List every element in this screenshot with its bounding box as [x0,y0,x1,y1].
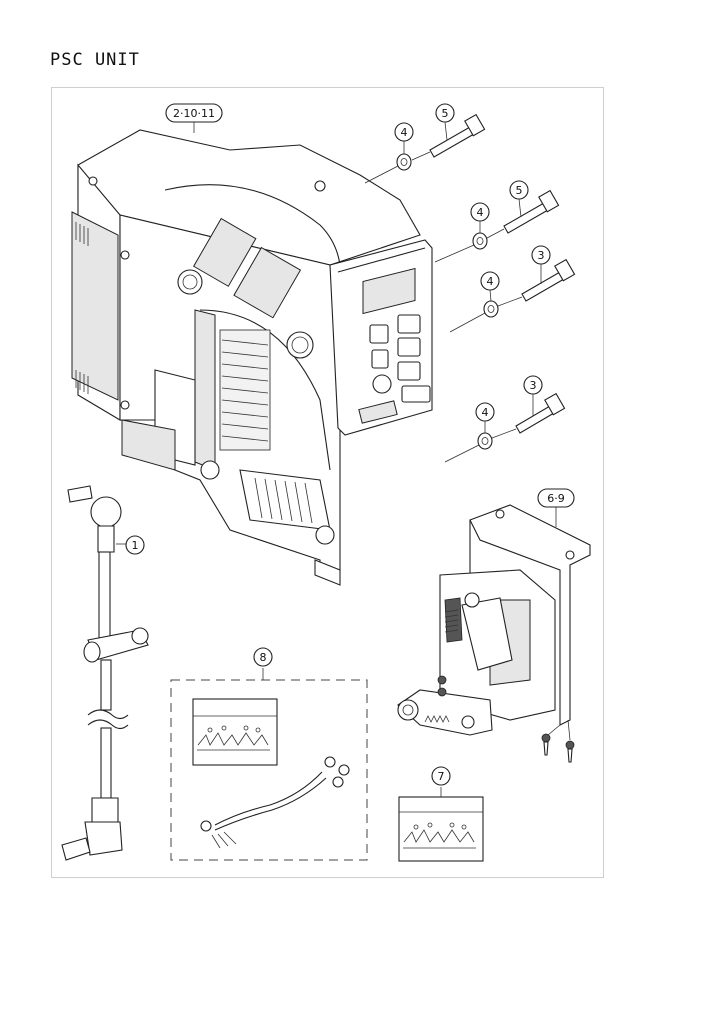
sensor-rod-assembly [61,485,149,861]
callout-7: 7 [431,766,451,786]
page-title: PSC UNIT [50,50,140,70]
drawing-frame [51,87,604,878]
callout-4-b: 4 [470,202,490,233]
screw-part-3-b [491,392,566,439]
svg-text:6·9: 6·9 [547,492,565,505]
callout-5-a: 5 [435,103,455,141]
callout-6-9: 6·9 [537,488,575,527]
screw-part-3-a [497,258,576,307]
svg-text:3: 3 [538,249,545,262]
svg-text:2·10·11: 2·10·11 [173,107,215,120]
callout-4-c: 4 [480,271,500,302]
cable-kit-part-8 [170,668,368,861]
svg-text:1: 1 [132,539,139,552]
callout-4-a: 4 [394,122,414,154]
washer-part-4-d [444,432,493,463]
callout-5-b: 5 [509,180,529,218]
svg-text:4: 4 [401,126,408,139]
svg-text:4: 4 [477,206,484,219]
svg-text:5: 5 [516,184,523,197]
svg-text:8: 8 [260,651,267,664]
callout-2-10-11: 2·10·11 [165,103,223,133]
sensor-unit-assembly [397,504,591,763]
svg-text:4: 4 [487,275,494,288]
washer-part-4-b [434,232,488,263]
callout-3-b: 3 [523,375,543,416]
washer-part-4-c [449,300,499,333]
screw-part-5-b [486,189,560,239]
callout-8: 8 [253,647,273,667]
callout-4-d: 4 [475,402,495,433]
control-box-assembly [71,129,433,586]
callout-1: 1 [125,535,145,555]
svg-text:4: 4 [482,406,489,419]
washer-part-4-a [364,153,412,184]
svg-text:7: 7 [438,770,445,783]
part-kit-part-7 [398,787,484,862]
svg-text:5: 5 [442,107,449,120]
svg-text:3: 3 [530,379,537,392]
screw-part-5-a [411,113,486,161]
callout-3-a: 3 [531,245,551,284]
